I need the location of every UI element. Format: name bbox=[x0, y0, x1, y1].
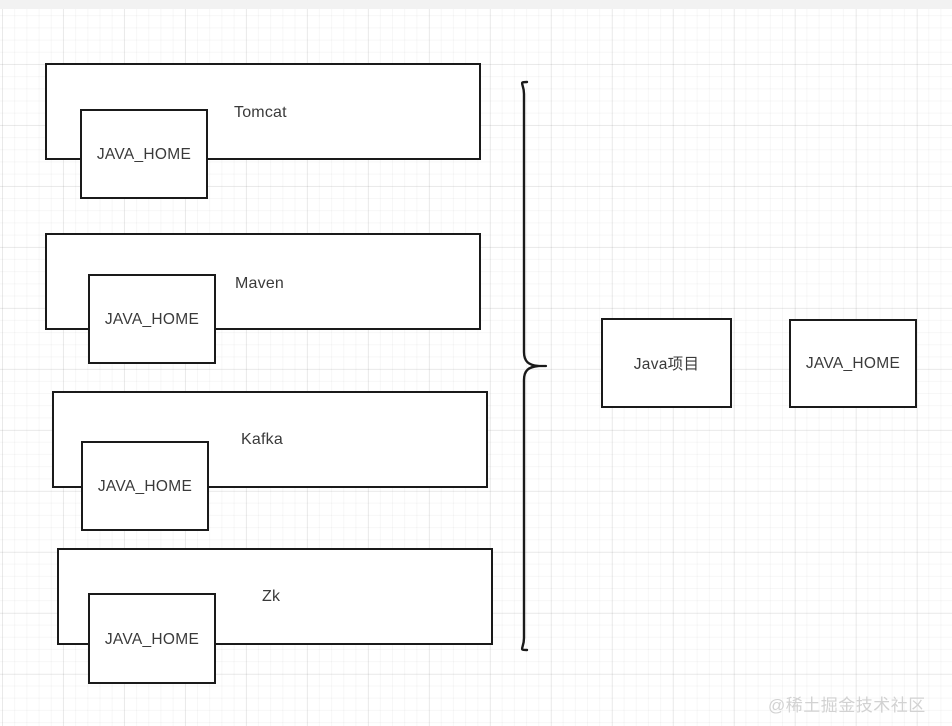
box-java-home-standalone[interactable]: JAVA_HOME bbox=[789, 319, 917, 408]
top-edge-band bbox=[0, 0, 952, 9]
curly-brace-group-connector bbox=[505, 70, 560, 660]
outer-box-label-zk: Zk bbox=[262, 588, 281, 605]
inner-box-label-java-home-maven: JAVA_HOME bbox=[104, 311, 200, 328]
outer-box-label-kafka: Kafka bbox=[241, 431, 283, 448]
inner-box-java-home-tomcat[interactable]: JAVA_HOME bbox=[80, 109, 208, 199]
inner-box-label-java-home-kafka: JAVA_HOME bbox=[97, 478, 193, 495]
inner-box-java-home-zk[interactable]: JAVA_HOME bbox=[88, 593, 216, 684]
outer-box-label-tomcat: Tomcat bbox=[234, 104, 287, 121]
box-label-java-home-standalone: JAVA_HOME bbox=[805, 354, 901, 372]
outer-box-label-maven: Maven bbox=[235, 275, 285, 292]
inner-box-java-home-kafka[interactable]: JAVA_HOME bbox=[81, 441, 209, 531]
inner-box-java-home-maven[interactable]: JAVA_HOME bbox=[88, 274, 216, 364]
box-label-java-project: Java项目 bbox=[633, 356, 700, 373]
box-java-project[interactable]: Java项目 bbox=[601, 318, 732, 408]
inner-box-label-java-home-zk: JAVA_HOME bbox=[104, 630, 200, 648]
watermark-text: @稀土掘金技术社区 bbox=[768, 696, 926, 715]
curly-brace-icon bbox=[520, 80, 548, 652]
inner-box-label-java-home-tomcat: JAVA_HOME bbox=[96, 146, 192, 163]
